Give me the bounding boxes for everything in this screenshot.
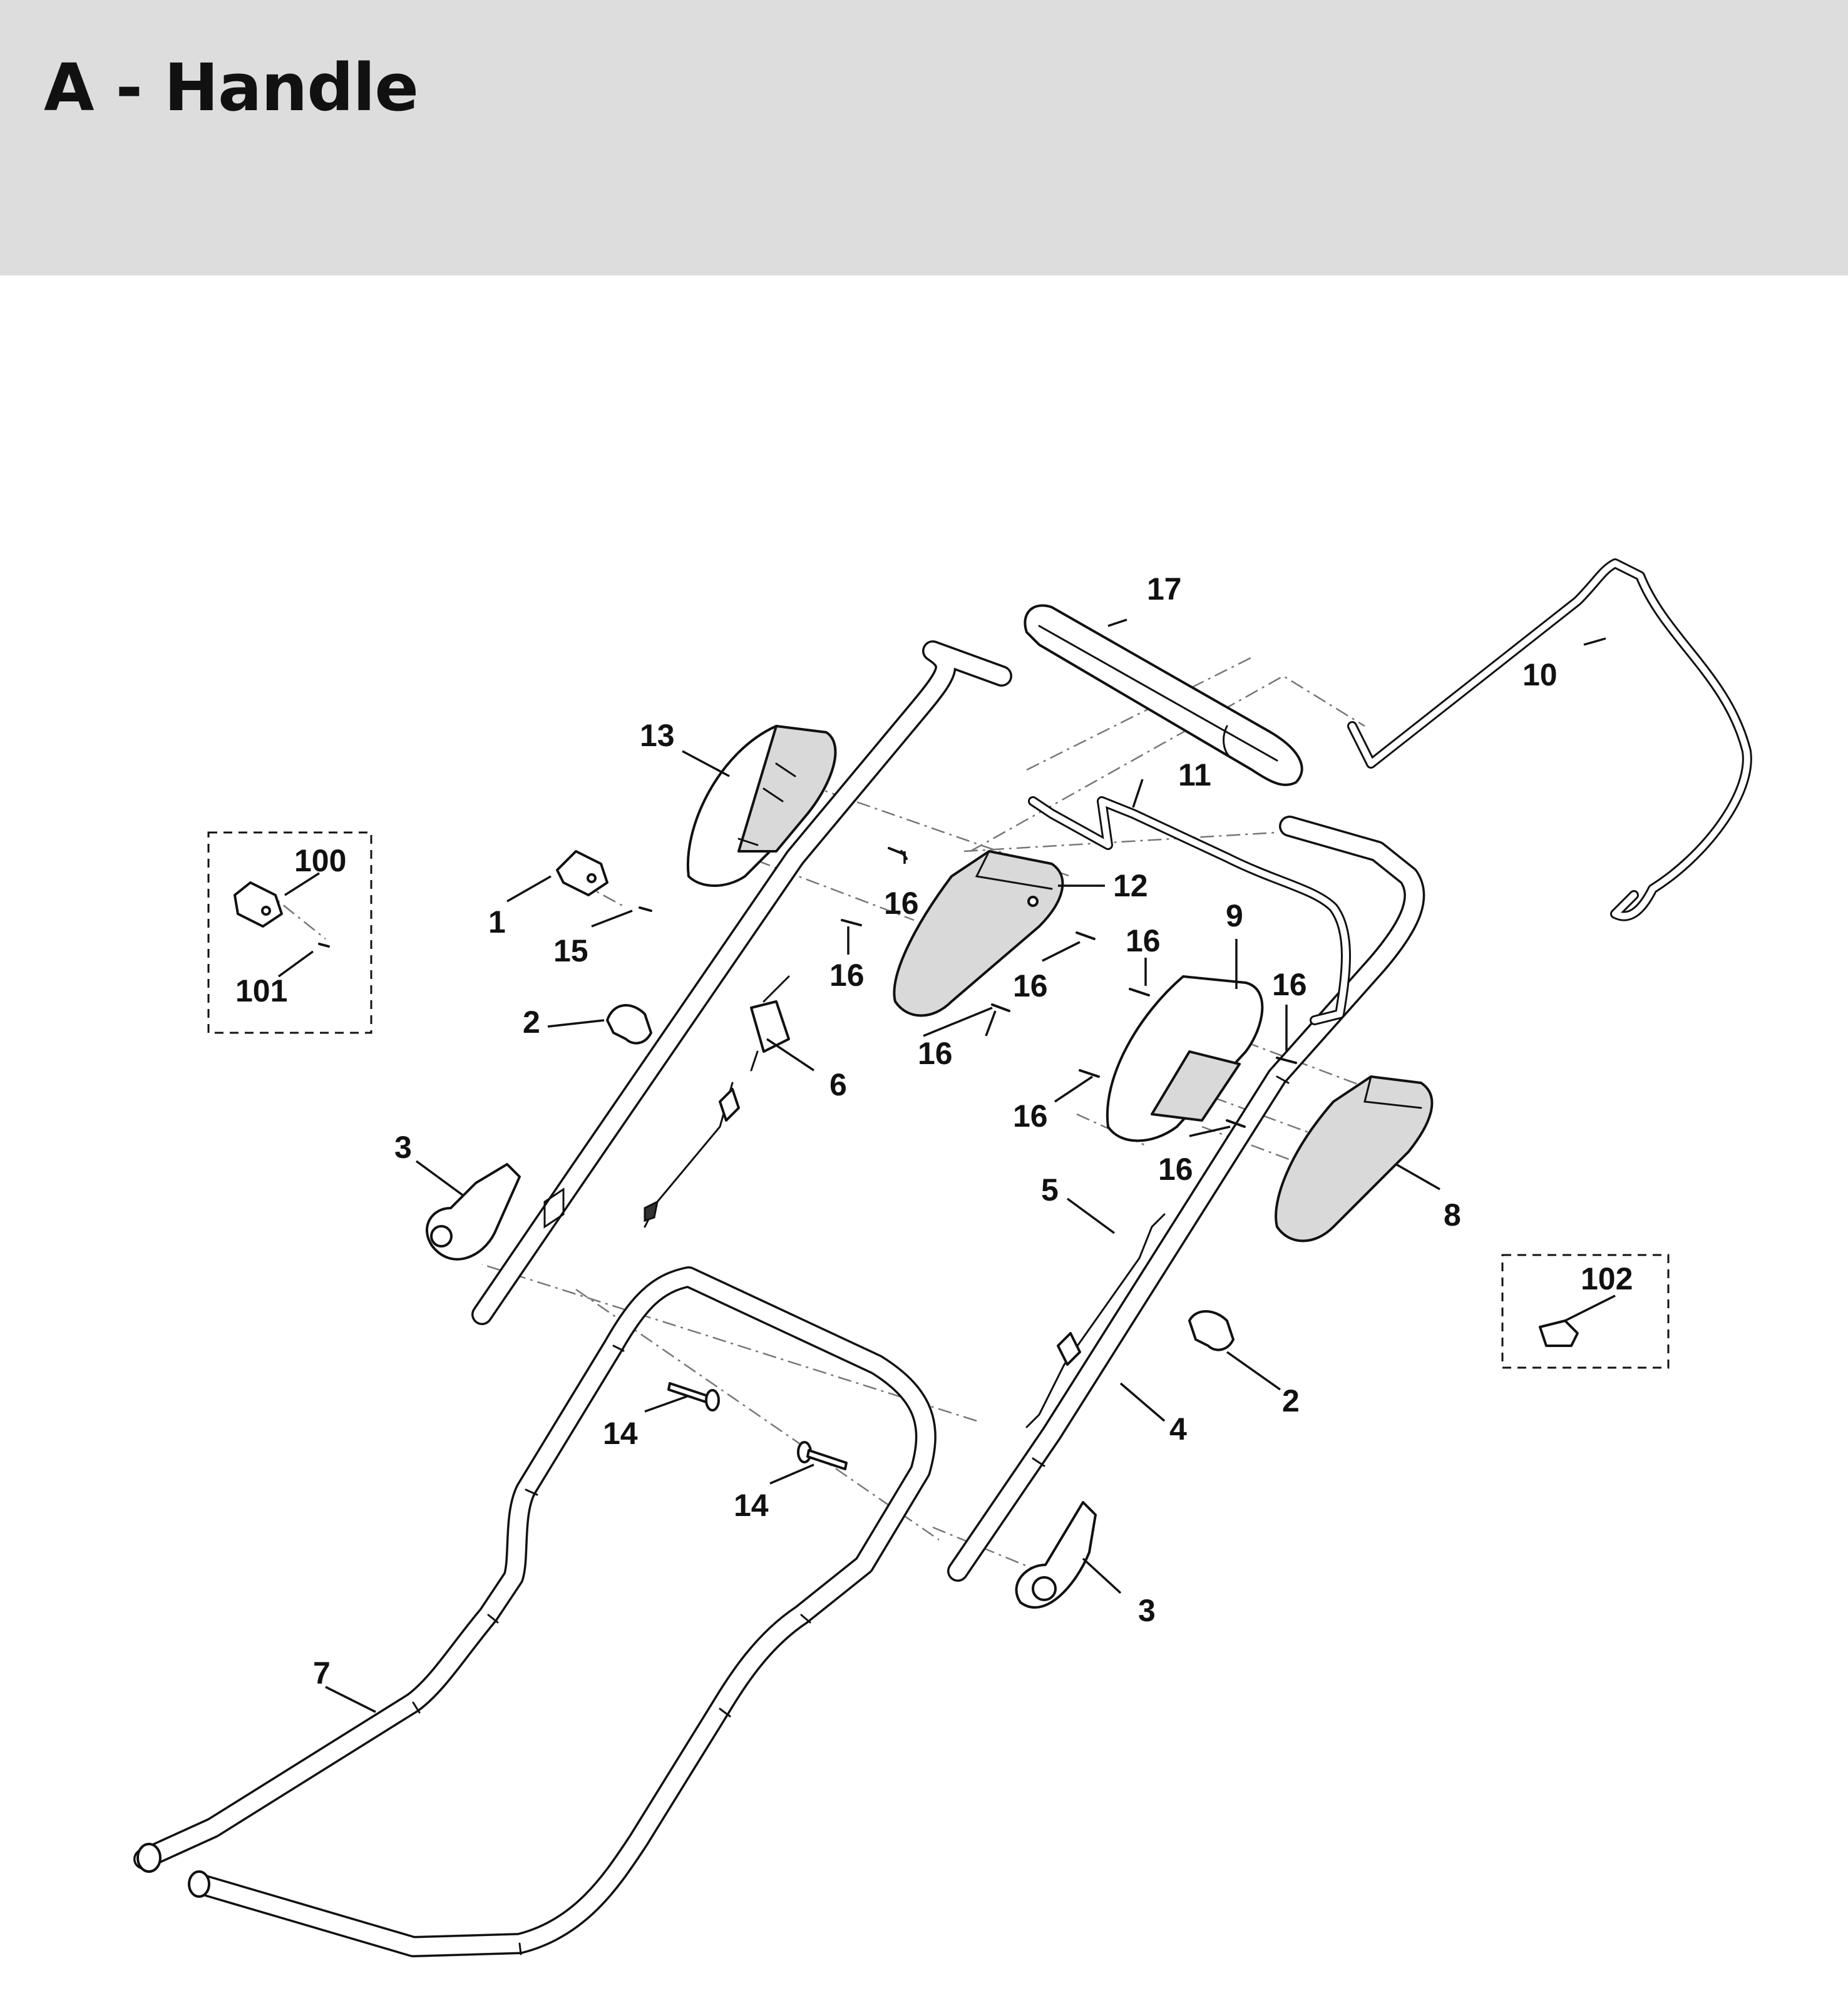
part-8-cover bbox=[1275, 1075, 1434, 1242]
callout-7: 7 bbox=[313, 1656, 331, 1691]
callout-16-c: 16 bbox=[1272, 967, 1307, 1002]
part-left-upper-tube bbox=[471, 640, 1012, 1325]
callout-17: 17 bbox=[1147, 571, 1182, 607]
callout-11: 11 bbox=[1178, 757, 1211, 792]
callout-16-f: 16 bbox=[918, 1036, 953, 1071]
callout-1: 1 bbox=[488, 904, 506, 940]
part-5-cable bbox=[1025, 1213, 1166, 1428]
callout-8: 8 bbox=[1444, 1197, 1461, 1232]
callout-9: 9 bbox=[1226, 898, 1243, 933]
callout-14-upper: 14 bbox=[603, 1416, 638, 1451]
header-bar: A - Handle bbox=[0, 0, 1848, 275]
page-title: A - Handle bbox=[44, 49, 419, 126]
part-7-lower-handle bbox=[133, 1266, 937, 1957]
part-4-right-tube bbox=[947, 816, 1425, 1582]
callout-3-right: 3 bbox=[1138, 1593, 1156, 1628]
callout-101: 101 bbox=[235, 973, 287, 1008]
part-1-bracket bbox=[556, 850, 608, 896]
detail-box-100 bbox=[207, 831, 372, 1034]
callout-3-left: 3 bbox=[394, 1130, 412, 1165]
callout-13: 13 bbox=[640, 718, 675, 753]
part-11-cable-wire bbox=[1028, 796, 1351, 1025]
callout-labels: 17 10 13 11 100 12 1 16 15 9 16 16 101 1… bbox=[235, 571, 1633, 1691]
callout-14-lower: 14 bbox=[734, 1488, 769, 1523]
callout-6: 6 bbox=[829, 1067, 847, 1102]
callout-16-g: 16 bbox=[1013, 1099, 1048, 1134]
callout-102: 102 bbox=[1581, 1261, 1633, 1296]
callout-4: 4 bbox=[1169, 1411, 1187, 1447]
callout-12: 12 bbox=[1113, 868, 1148, 903]
part-12-cover bbox=[893, 850, 1064, 1017]
part-17-grip bbox=[1024, 604, 1303, 786]
part-14-bolt-upper bbox=[667, 1382, 720, 1411]
part-13-left-cover bbox=[686, 725, 837, 887]
part-3-left-clip bbox=[425, 1163, 521, 1261]
part-9-right-cover bbox=[1106, 975, 1264, 1142]
callout-5: 5 bbox=[1041, 1172, 1059, 1207]
part-2-left-cam bbox=[606, 1004, 652, 1045]
callout-16-a: 16 bbox=[884, 886, 919, 921]
callout-100: 100 bbox=[294, 843, 346, 878]
callout-2-right: 2 bbox=[1282, 1383, 1300, 1418]
callout-16-e: 16 bbox=[1013, 968, 1048, 1003]
part-16-screws bbox=[318, 847, 1297, 1128]
callout-16-h: 16 bbox=[1158, 1152, 1193, 1187]
leader-lines bbox=[277, 618, 1616, 1713]
callout-10: 10 bbox=[1522, 657, 1558, 692]
part-102-clip bbox=[1539, 1319, 1579, 1347]
part-2-right-cam bbox=[1188, 1310, 1235, 1351]
callout-15: 15 bbox=[553, 933, 588, 968]
callout-16-d: 16 bbox=[829, 958, 865, 993]
part-3-right-clip bbox=[1015, 1501, 1097, 1609]
part-10-bail-wire bbox=[1347, 558, 1752, 921]
part-14-bolt-lower bbox=[797, 1441, 848, 1470]
callout-2-left: 2 bbox=[523, 1005, 540, 1040]
detail-box-102 bbox=[1501, 1254, 1670, 1369]
part-6-connector bbox=[644, 975, 790, 1228]
part-100-bracket bbox=[234, 881, 283, 928]
callout-16-b: 16 bbox=[1126, 923, 1161, 958]
